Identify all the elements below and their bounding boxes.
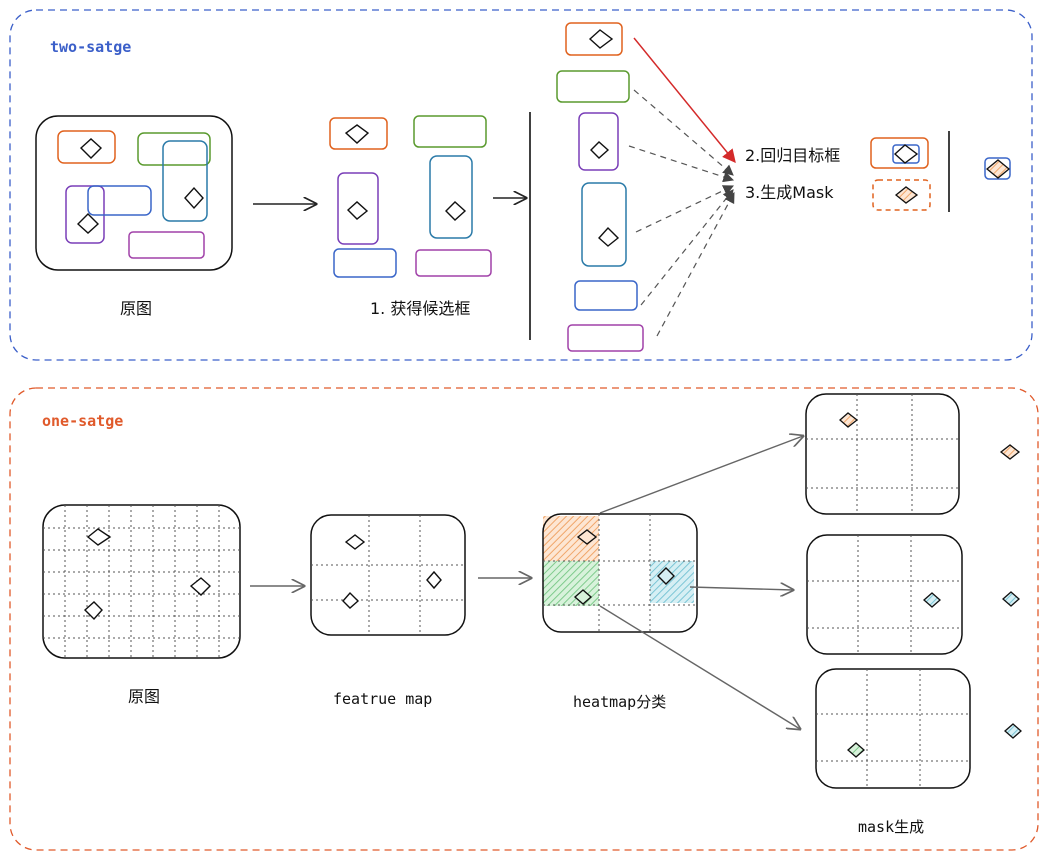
box-magenta bbox=[128, 231, 205, 259]
feature-map bbox=[310, 514, 466, 636]
object-diamond bbox=[184, 186, 204, 210]
instance-mask-2 bbox=[1002, 591, 1020, 607]
one-stage-panel: one-satge 原图 bbox=[9, 387, 1039, 851]
instance-mask-3 bbox=[1004, 723, 1022, 739]
heatmap bbox=[542, 513, 698, 633]
object-diamond bbox=[79, 138, 103, 159]
step2-label: 2.回归目标框 bbox=[745, 146, 840, 165]
mask-map-1 bbox=[805, 393, 960, 515]
mask-map-2 bbox=[806, 534, 963, 655]
one-stage-title: one-satge bbox=[42, 412, 123, 430]
roi-column bbox=[556, 22, 644, 352]
step3-label: 3.生成Mask bbox=[745, 183, 834, 202]
mask-result bbox=[872, 179, 931, 211]
object-diamond bbox=[76, 213, 100, 234]
two-stage-original-image bbox=[35, 115, 233, 271]
one-stage-original-image bbox=[42, 504, 241, 659]
box-orange bbox=[57, 130, 116, 164]
final-instance bbox=[984, 157, 1011, 180]
box-green bbox=[137, 132, 211, 166]
two-stage-title: two-satge bbox=[50, 38, 131, 56]
mask-generation-label: mask生成 bbox=[858, 818, 924, 836]
roi-arrows bbox=[628, 37, 736, 337]
instance-mask-1 bbox=[999, 444, 1021, 460]
one-stage-original-label: 原图 bbox=[128, 687, 160, 706]
mask-arrows bbox=[599, 436, 803, 729]
mask-map-3 bbox=[815, 668, 971, 789]
candidate-boxes bbox=[329, 115, 492, 278]
box-blue bbox=[87, 185, 152, 216]
regressed-box-result bbox=[870, 137, 929, 169]
box-teal bbox=[162, 140, 208, 222]
two-stage-panel: two-satge 原图 1. 获得候选框 bbox=[9, 9, 1033, 361]
heatmap-label: heatmap分类 bbox=[573, 693, 666, 711]
step1-label: 1. 获得候选框 bbox=[370, 299, 470, 318]
two-stage-original-label: 原图 bbox=[120, 299, 152, 318]
feature-map-label: featrue map bbox=[333, 690, 432, 708]
